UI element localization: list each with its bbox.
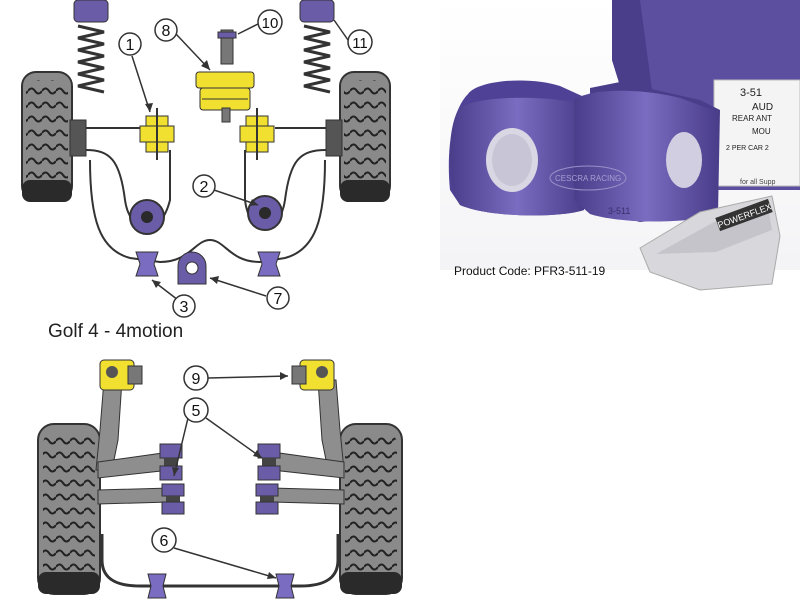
callout-3: 3 bbox=[180, 299, 189, 316]
trailing-arm-bush-left bbox=[99, 359, 143, 391]
product-photo: 3-51 AUD REAR ANT MOU 2 PER CAR 2 for al… bbox=[440, 0, 800, 291]
watermark-emblem: CESCRA RACING bbox=[555, 174, 621, 183]
rear-anti-roll-bar-bush-left bbox=[147, 573, 167, 599]
front-right-wheel bbox=[339, 71, 391, 202]
rear-anti-roll-bar bbox=[100, 534, 340, 588]
product-code: Product Code: PFR3-511-19 bbox=[454, 264, 606, 278]
rear-anti-roll-bar-bush-right bbox=[275, 573, 295, 599]
callout-10: 10 bbox=[262, 15, 279, 32]
rear-left-wheel bbox=[37, 423, 101, 595]
front-callouts: 1 8 10 11 2 3 7 bbox=[118, 9, 373, 318]
wishbone-front-bush-left bbox=[139, 108, 175, 160]
callout-1: 1 bbox=[126, 37, 135, 54]
rear-left-trailing-arm bbox=[95, 379, 123, 471]
front-right-hub bbox=[325, 119, 343, 157]
anti-roll-bar-bush-left bbox=[135, 251, 159, 277]
callout-6: 6 bbox=[160, 533, 169, 550]
box-line-6: for all Supp bbox=[740, 179, 776, 186]
box-line-5: 2 PER CAR 2 bbox=[726, 145, 769, 152]
box-line-3: REAR ANT bbox=[732, 114, 772, 123]
wishbone-rear-bush-left bbox=[129, 199, 165, 235]
callout-2: 2 bbox=[200, 179, 209, 196]
front-subframe-outline bbox=[85, 127, 327, 230]
wishbone-front-bush-right bbox=[239, 108, 275, 160]
callout-8: 8 bbox=[162, 23, 171, 40]
callout-5: 5 bbox=[192, 403, 201, 420]
front-left-hub bbox=[69, 119, 87, 157]
box-line-2: AUD bbox=[752, 102, 773, 113]
rear-right-trailing-arm bbox=[317, 379, 345, 471]
callout-11: 11 bbox=[352, 35, 368, 52]
product-bush-right: 3-511 CESCRA RACING bbox=[549, 82, 720, 222]
rear-right-wheel bbox=[339, 423, 403, 595]
front-right-spring bbox=[299, 0, 335, 94]
box-line-4: MOU bbox=[752, 127, 771, 136]
link-bushes-right bbox=[255, 443, 281, 515]
callout-9: 9 bbox=[192, 371, 201, 388]
anti-roll-bar-bush-7 bbox=[177, 251, 207, 285]
rear-lateral-links bbox=[97, 451, 345, 505]
link-bushes-left bbox=[159, 443, 185, 515]
anti-roll-bar-bush-right bbox=[257, 251, 281, 277]
diagram-caption: Golf 4 - 4motion bbox=[48, 321, 183, 342]
rear-callouts: 9 5 6 bbox=[151, 365, 289, 579]
front-left-wheel bbox=[21, 71, 73, 202]
bush-part-mark: 3-511 bbox=[608, 206, 630, 216]
product-bush-left bbox=[448, 80, 584, 216]
grease-packet: POWERFLEX bbox=[639, 195, 781, 291]
front-suspension-diagram bbox=[21, 0, 391, 285]
box-line-1: 3-51 bbox=[740, 87, 762, 99]
callout-7: 7 bbox=[274, 291, 283, 308]
engine-mount-bush bbox=[195, 29, 255, 123]
front-anti-roll-bar bbox=[89, 159, 326, 264]
front-left-spring bbox=[73, 0, 109, 94]
trailing-arm-bush-right bbox=[291, 359, 335, 391]
